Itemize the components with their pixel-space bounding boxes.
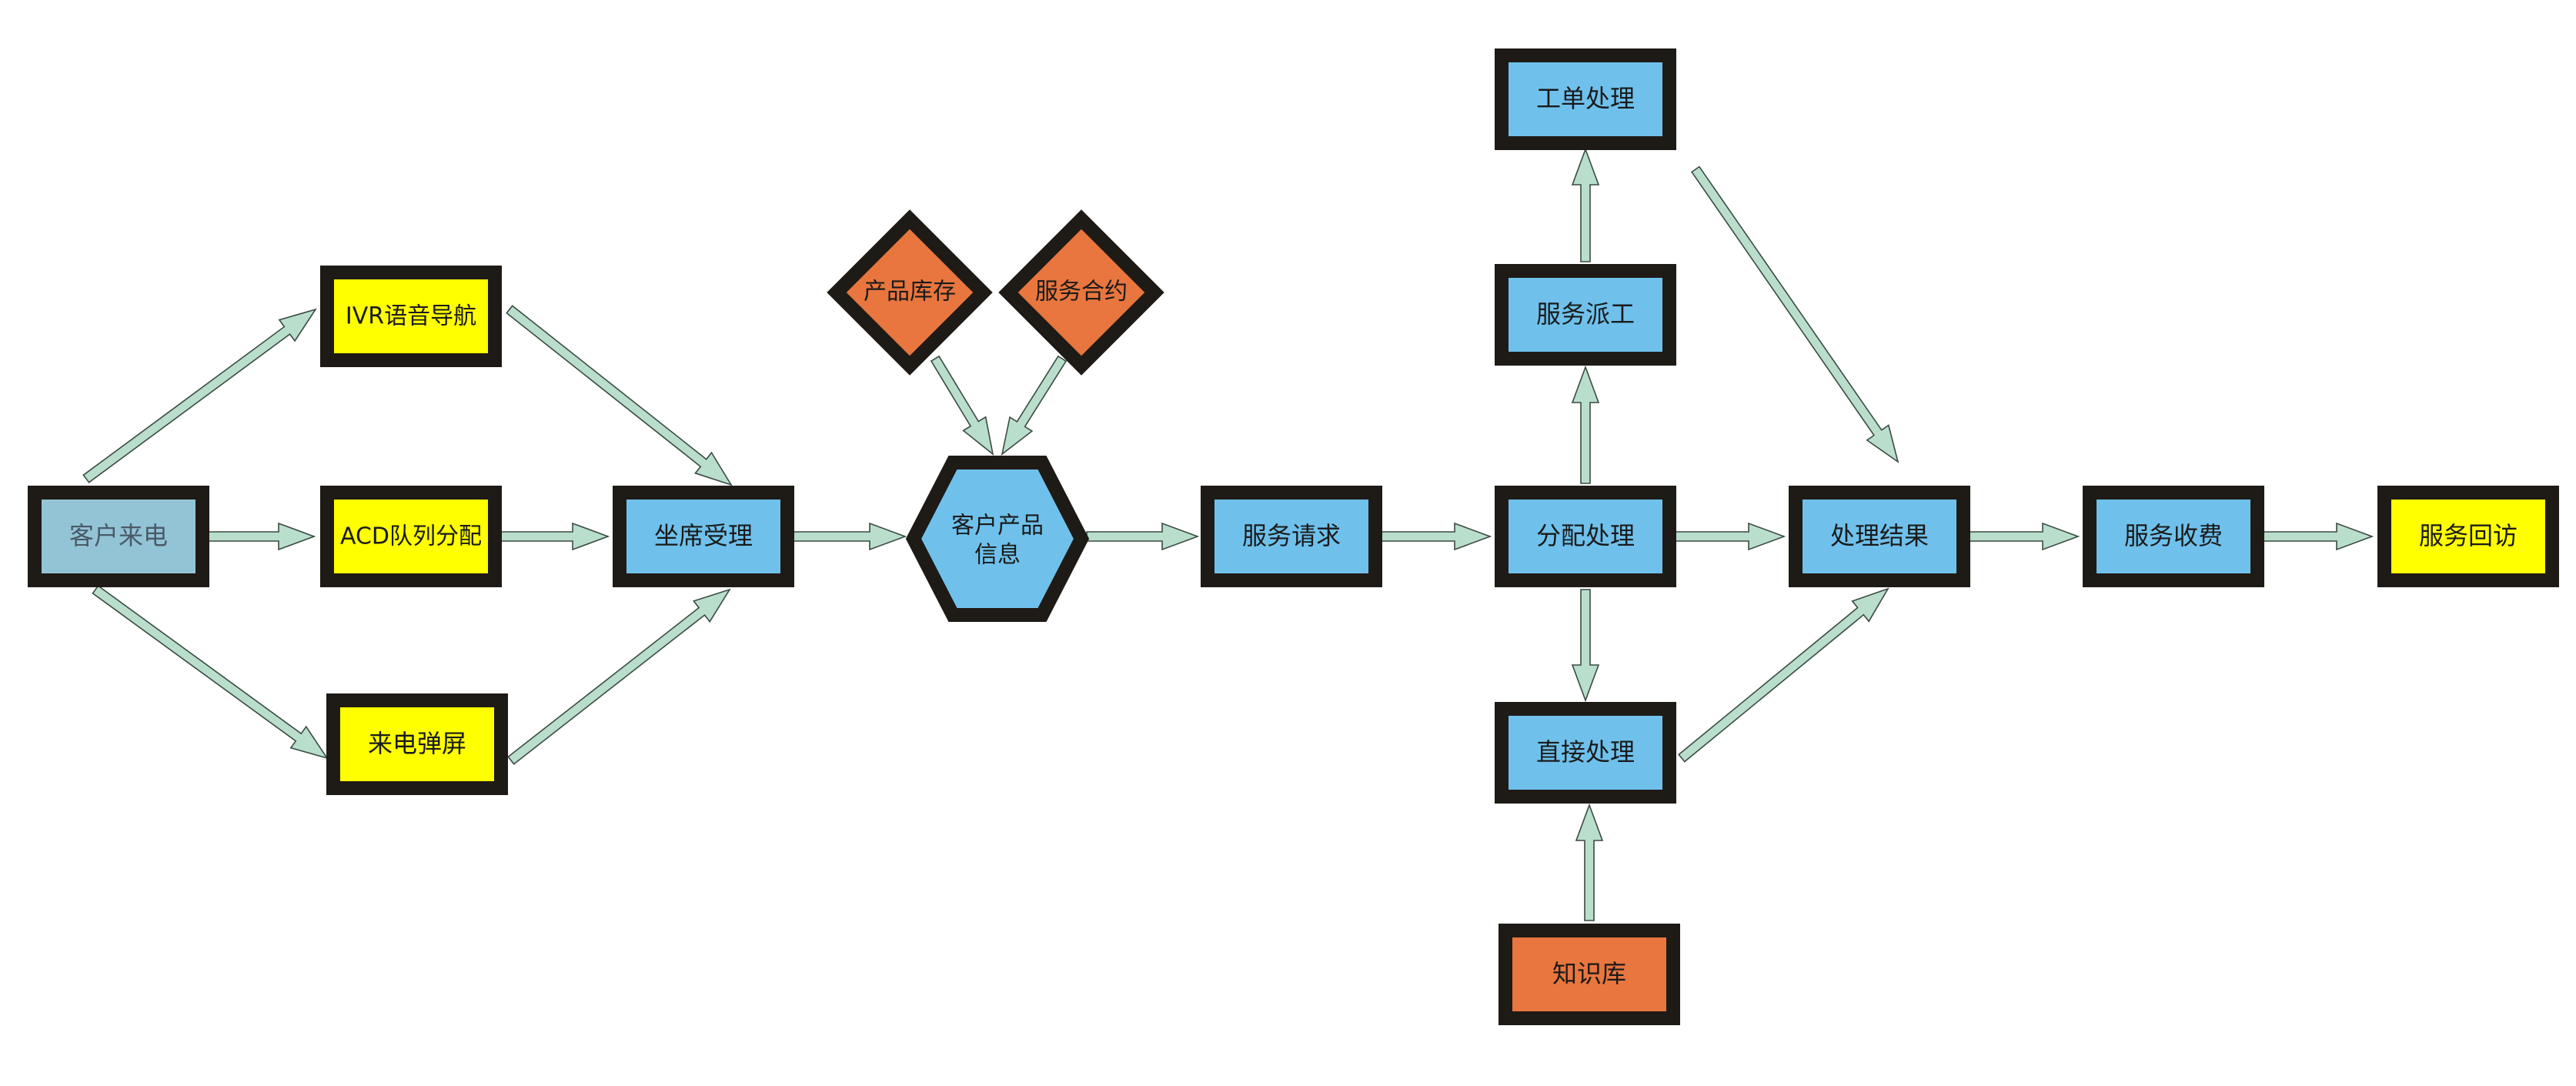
arrow-contract-to-customer-info (1001, 355, 1067, 456)
acd-label: ACD队列分配 (340, 523, 482, 550)
knowledge-label: 知识库 (1552, 959, 1626, 988)
node-acd: ACD队列分配 (320, 486, 502, 587)
work-order-label: 工单处理 (1536, 84, 1635, 113)
node-direct: 直接处理 (1495, 702, 1676, 804)
customer-call-box (28, 486, 209, 587)
contract-diamond (998, 209, 1164, 376)
arrow-inventory-to-customer-info (930, 355, 994, 456)
billing-box (2083, 486, 2264, 587)
direct-box (1495, 702, 1676, 804)
arrow-service-request-to-dispatch (1380, 522, 1492, 551)
dispatch-label: 分配处理 (1536, 521, 1635, 550)
acd-box (320, 486, 502, 587)
customer-call-label: 客户来电 (69, 521, 168, 550)
node-customer-call: 客户来电 (28, 486, 209, 587)
arrow-dispatch-to-direct (1571, 589, 1600, 703)
ivr-label: IVR语音导航 (346, 303, 476, 330)
agent-label: 坐席受理 (654, 521, 753, 550)
work-order-box (1495, 48, 1676, 150)
screen-pop-label: 来电弹屏 (368, 729, 466, 758)
node-ivr: IVR语音导航 (320, 266, 502, 367)
result-label: 处理结果 (1830, 521, 1929, 550)
node-followup: 服务回访 (2377, 486, 2559, 587)
arrow-agent-to-customer-info (792, 522, 907, 551)
arrow-dispatch-to-service-dispatch (1571, 365, 1600, 484)
node-inventory: 产品库存 (827, 209, 993, 376)
followup-box (2377, 486, 2559, 587)
customer-info-label-line2: 信息 (974, 542, 1021, 569)
service-dispatch-label: 服务派工 (1536, 299, 1635, 329)
result-box (1789, 486, 1970, 587)
inventory-label: 产品库存 (864, 279, 956, 306)
service-request-label: 服务请求 (1242, 521, 1341, 550)
arrow-knowledge-to-direct (1575, 803, 1604, 921)
arrow-service-dispatch-to-work-order (1571, 147, 1600, 262)
node-customer-info: 客户产品 信息 (905, 456, 1090, 622)
contract-label: 服务合约 (1035, 279, 1128, 306)
node-agent: 坐席受理 (613, 486, 794, 587)
inventory-diamond (827, 209, 993, 376)
arrow-customer-call-to-screen-pop (92, 584, 329, 760)
service-request-box (1201, 486, 1382, 587)
arrow-result-to-billing (1968, 522, 2080, 551)
arrow-customer-call-to-ivr (82, 308, 317, 483)
node-screen-pop: 来电弹屏 (326, 693, 508, 795)
node-knowledge: 知识库 (1498, 924, 1680, 1025)
ivr-box (320, 266, 502, 367)
arrow-billing-to-followup (2262, 522, 2374, 551)
arrow-screen-pop-to-agent (507, 588, 731, 765)
node-dispatch: 分配处理 (1495, 486, 1676, 587)
customer-info-hexagon (905, 456, 1090, 622)
node-contract: 服务合约 (998, 209, 1164, 376)
node-service-request: 服务请求 (1201, 486, 1382, 587)
dispatch-box (1495, 486, 1676, 587)
arrows-layer (82, 147, 2374, 921)
customer-info-label-line1: 客户产品 (951, 513, 1044, 540)
node-work-order: 工单处理 (1495, 48, 1676, 150)
followup-label: 服务回访 (2419, 521, 2518, 550)
screen-pop-box (326, 693, 508, 795)
arrow-dispatch-to-result (1674, 522, 1786, 551)
arrow-customer-call-to-acd (205, 522, 316, 551)
arrow-acd-to-agent (498, 522, 610, 551)
billing-label: 服务收费 (2124, 521, 2223, 550)
knowledge-box (1498, 924, 1680, 1025)
node-service-dispatch: 服务派工 (1495, 264, 1676, 366)
node-billing: 服务收费 (2083, 486, 2264, 587)
agent-box (613, 486, 794, 587)
service-dispatch-box (1495, 264, 1676, 366)
node-result: 处理结果 (1789, 486, 1970, 587)
direct-label: 直接处理 (1536, 737, 1635, 767)
arrow-direct-to-result (1678, 587, 1889, 763)
arrow-ivr-to-agent (506, 305, 733, 486)
arrow-customer-info-to-service-request (1086, 522, 1200, 551)
arrow-work-order-to-result (1690, 165, 1899, 463)
